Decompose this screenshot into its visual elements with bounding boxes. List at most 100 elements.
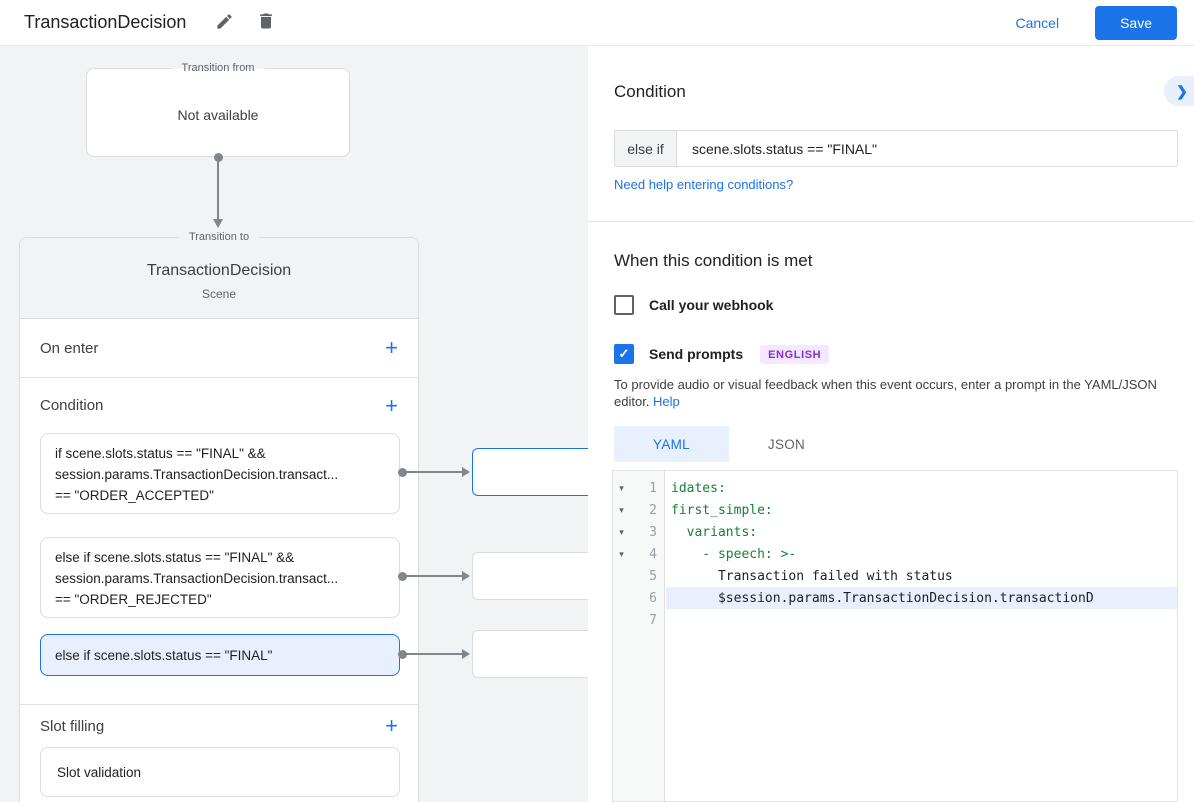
edit-button[interactable] bbox=[212, 11, 236, 35]
trash-icon bbox=[256, 11, 276, 34]
editor-line: ▾ 1 idates: bbox=[613, 477, 1177, 499]
line-number: 3 bbox=[649, 524, 657, 540]
divider bbox=[588, 221, 1194, 222]
send-prompts-checkbox[interactable]: ✓ bbox=[614, 344, 634, 364]
tab-yaml[interactable]: YAML bbox=[614, 426, 729, 462]
condition-card-final-selected[interactable]: else if scene.slots.status == "FINAL" bbox=[40, 634, 400, 676]
condition-card-order-rejected[interactable]: else if scene.slots.status == "FINAL" &&… bbox=[40, 537, 400, 618]
on-enter-section: On enter + bbox=[20, 319, 418, 378]
editor-line-highlighted: 6 $session.params.TransactionDecision.tr… bbox=[613, 587, 1177, 609]
connector-line bbox=[402, 471, 464, 473]
transition-target-box-2[interactable] bbox=[472, 552, 588, 600]
arrow-down-icon bbox=[212, 219, 223, 228]
line-number: 4 bbox=[649, 546, 657, 562]
line-number: 6 bbox=[649, 590, 657, 606]
prompt-description: To provide audio or visual feedback when… bbox=[614, 376, 1190, 410]
add-condition-button[interactable]: + bbox=[385, 392, 398, 418]
slot-validation-label: Slot validation bbox=[57, 764, 142, 780]
connector-line bbox=[217, 157, 219, 219]
condition-expression-row: else if bbox=[614, 130, 1178, 167]
transition-from-legend: Transition from bbox=[171, 61, 265, 76]
pencil-icon bbox=[215, 12, 234, 34]
plus-icon: + bbox=[385, 713, 398, 738]
scene-diagram-canvas: Transition from Not available Transition… bbox=[0, 46, 588, 802]
language-badge: ENGLISH bbox=[760, 344, 830, 364]
code-text[interactable]: variants: bbox=[671, 524, 758, 540]
arrow-right-icon bbox=[462, 649, 470, 659]
fold-arrow-icon[interactable]: ▾ bbox=[619, 504, 624, 515]
yaml-code-editor[interactable]: ▾ 1 idates: ▾ 2 first_simple: ▾ 3 varian… bbox=[612, 470, 1178, 802]
plus-icon: + bbox=[385, 335, 398, 360]
line-number: 5 bbox=[649, 568, 657, 584]
save-button[interactable]: Save bbox=[1095, 5, 1177, 40]
delete-button[interactable] bbox=[254, 11, 278, 35]
scene-name: TransactionDecision bbox=[146, 261, 292, 279]
webhook-label: Call your webhook bbox=[649, 297, 774, 313]
transition-target-box-1[interactable] bbox=[472, 448, 588, 496]
when-condition-met-heading: When this condition is met bbox=[614, 251, 813, 270]
fold-arrow-icon[interactable]: ▾ bbox=[619, 526, 624, 537]
condition-text-line: == "ORDER_ACCEPTED" bbox=[55, 488, 214, 503]
line-number: 7 bbox=[649, 612, 657, 628]
connector-line bbox=[402, 575, 464, 577]
connector-line bbox=[402, 653, 464, 655]
chevron-right-icon: ❯ bbox=[1176, 82, 1188, 99]
slot-validation-card[interactable]: Slot validation bbox=[40, 747, 400, 797]
add-slot-button[interactable]: + bbox=[385, 713, 398, 738]
send-prompts-label: Send prompts bbox=[649, 346, 744, 362]
connector-dot bbox=[398, 649, 407, 659]
plus-icon: + bbox=[385, 392, 398, 418]
condition-text-line: else if scene.slots.status == "FINAL" bbox=[55, 647, 273, 663]
collapse-panel-button[interactable]: ❯ bbox=[1164, 76, 1194, 106]
cancel-button[interactable]: Cancel bbox=[1015, 14, 1060, 31]
fold-arrow-icon[interactable]: ▾ bbox=[619, 548, 624, 559]
webhook-checkbox[interactable] bbox=[614, 295, 634, 315]
transition-to-node: Transition to TransactionDecision Scene … bbox=[19, 230, 419, 802]
editor-gutter bbox=[613, 471, 665, 801]
slot-filling-section: Slot filling + Slot validation bbox=[20, 705, 418, 802]
transition-from-node: Transition from Not available bbox=[86, 61, 350, 157]
editor-line: 7 bbox=[613, 609, 1177, 631]
check-icon: ✓ bbox=[618, 346, 630, 361]
on-enter-label: On enter bbox=[40, 339, 99, 357]
description-text: To provide audio or visual feedback when… bbox=[614, 377, 1157, 409]
transition-target-box-3[interactable] bbox=[472, 630, 588, 678]
code-text[interactable]: Transaction failed with status bbox=[671, 568, 953, 584]
condition-text-line: else if scene.slots.status == "FINAL" && bbox=[55, 550, 295, 565]
line-number: 1 bbox=[649, 480, 657, 496]
code-text[interactable]: idates: bbox=[671, 480, 726, 496]
transition-to-legend: Transition to bbox=[178, 230, 260, 245]
condition-text-line: session.params.TransactionDecision.trans… bbox=[55, 467, 339, 482]
code-text[interactable]: $session.params.TransactionDecision.tran… bbox=[671, 590, 1094, 606]
condition-prefix: else if bbox=[615, 131, 677, 166]
condition-text-line: if scene.slots.status == "FINAL" && bbox=[55, 446, 266, 461]
condition-text-line: == "ORDER_REJECTED" bbox=[55, 592, 212, 607]
tab-json[interactable]: JSON bbox=[729, 426, 844, 462]
connector-dot bbox=[398, 571, 407, 581]
top-bar: TransactionDecision Cancel Save bbox=[0, 0, 1194, 46]
arrow-right-icon bbox=[462, 571, 470, 581]
webhook-option-row: Call your webhook bbox=[614, 295, 773, 315]
editor-line: 5 Transaction failed with status bbox=[613, 565, 1177, 587]
condition-expression-input[interactable] bbox=[677, 131, 1177, 166]
send-prompts-option-row: ✓ Send prompts ENGLISH bbox=[614, 344, 830, 364]
condition-help-link[interactable]: Need help entering conditions? bbox=[614, 177, 794, 192]
editor-line: ▾ 4 - speech: >- bbox=[613, 543, 1177, 565]
condition-card-order-accepted[interactable]: if scene.slots.status == "FINAL" && sess… bbox=[40, 433, 400, 514]
connector-dot bbox=[213, 152, 223, 162]
transition-from-content: Not available bbox=[177, 107, 259, 123]
code-text[interactable]: - speech: >- bbox=[671, 546, 797, 562]
code-text[interactable]: first_simple: bbox=[671, 502, 773, 518]
condition-text-line: session.params.TransactionDecision.trans… bbox=[55, 571, 339, 586]
line-number: 2 bbox=[649, 502, 657, 518]
panel-title: Condition bbox=[614, 82, 686, 101]
editor-tabs: YAML JSON bbox=[614, 426, 844, 462]
connector-dot bbox=[398, 467, 407, 477]
slot-filling-label: Slot filling bbox=[40, 717, 105, 735]
add-on-enter-button[interactable]: + bbox=[385, 335, 398, 360]
editor-line: ▾ 2 first_simple: bbox=[613, 499, 1177, 521]
condition-section-label: Condition bbox=[40, 397, 104, 414]
scene-header: TransactionDecision Scene bbox=[20, 238, 418, 319]
fold-arrow-icon[interactable]: ▾ bbox=[619, 482, 624, 493]
help-link[interactable]: Help bbox=[653, 394, 680, 409]
